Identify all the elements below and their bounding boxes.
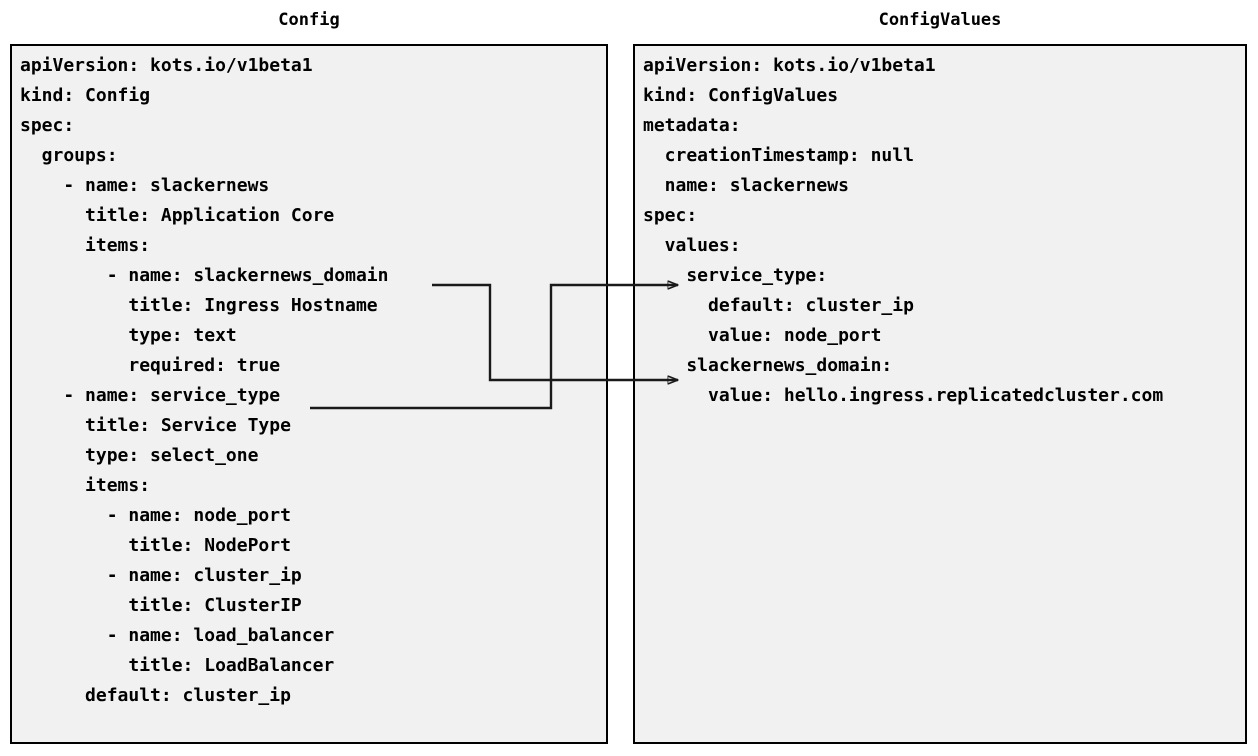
yaml-line: - name: load_balancer (20, 625, 335, 646)
yaml-line: apiVersion: kots.io/v1beta1 (20, 55, 313, 76)
yaml-line: service_type: (643, 265, 828, 286)
yaml-line: value: node_port (643, 325, 882, 346)
yaml-line: title: LoadBalancer (20, 655, 335, 676)
configvalues-panel: apiVersion: kots.io/v1beta1 kind: ConfigV… (633, 44, 1247, 744)
yaml-line: title: ClusterIP (20, 595, 302, 616)
yaml-line: metadata: (643, 115, 741, 136)
yaml-line: type: text (20, 325, 237, 346)
yaml-line: default: cluster_ip (20, 685, 291, 706)
configvalues-panel-title: ConfigValues (878, 10, 1002, 30)
yaml-line: default: cluster_ip (643, 295, 914, 316)
yaml-line: - name: node_port (20, 505, 291, 526)
yaml-line: - name: slackernews (20, 175, 270, 196)
yaml-line: groups: (20, 145, 118, 166)
yaml-line: title: Ingress Hostname (20, 295, 378, 316)
configvalues-yaml-block: apiVersion: kots.io/v1beta1 kind: ConfigV… (635, 46, 1245, 411)
yaml-line: items: (20, 235, 151, 256)
yaml-line: spec: (643, 205, 698, 226)
yaml-line: title: Application Core (20, 205, 335, 226)
yaml-line: name: slackernews (643, 175, 849, 196)
yaml-line: kind: Config (20, 85, 151, 106)
yaml-line: - name: service_type (20, 385, 281, 406)
config-yaml-block: apiVersion: kots.io/v1beta1 kind: Config s… (12, 46, 606, 711)
yaml-line: required: true (20, 355, 281, 376)
yaml-line: - name: cluster_ip (20, 565, 302, 586)
yaml-line: values: (643, 235, 741, 256)
yaml-line: items: (20, 475, 151, 496)
yaml-line: kind: ConfigValues (643, 85, 839, 106)
config-panel: apiVersion: kots.io/v1beta1 kind: Config s… (10, 44, 608, 744)
yaml-line: slackernews_domain: (643, 355, 893, 376)
yaml-line: type: select_one (20, 445, 259, 466)
yaml-line: spec: (20, 115, 75, 136)
yaml-line: value: hello.ingress.replicatedcluster.c… (643, 385, 1164, 406)
yaml-line: title: Service Type (20, 415, 291, 436)
yaml-line: creationTimestamp: null (643, 145, 914, 166)
yaml-line: - name: slackernews_domain (20, 265, 389, 286)
config-panel-title: Config (278, 10, 340, 30)
yaml-line: apiVersion: kots.io/v1beta1 (643, 55, 936, 76)
yaml-line: title: NodePort (20, 535, 291, 556)
